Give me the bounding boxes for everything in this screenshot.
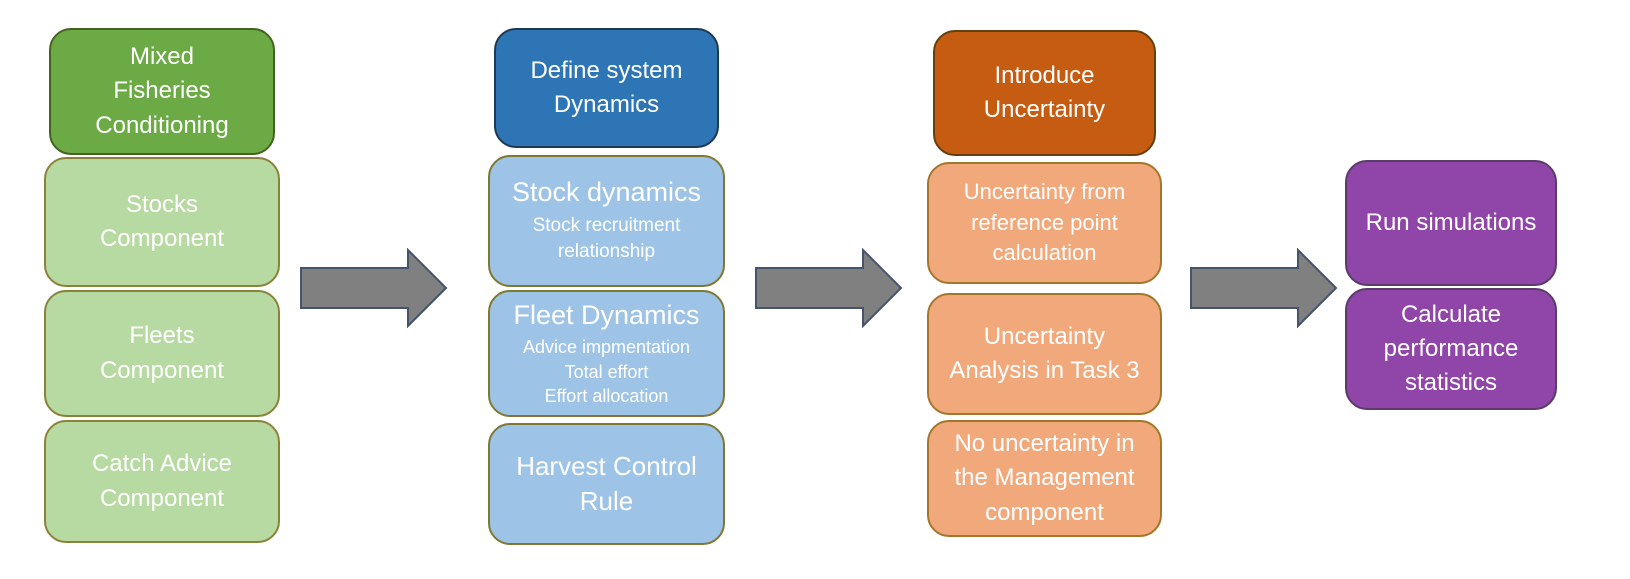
node-label: Mixed Fisheries Conditioning bbox=[95, 43, 229, 139]
node-uncertainty-reference-point: Uncertainty from reference point calcula… bbox=[927, 162, 1162, 284]
node-title: Fleet Dynamics bbox=[513, 299, 700, 330]
flow-arrow-1 bbox=[300, 248, 448, 328]
node-label: Calculate performance statistics bbox=[1383, 300, 1519, 397]
node-title: Stock dynamics bbox=[511, 177, 702, 208]
node-run-simulations: Run simulations bbox=[1345, 160, 1557, 286]
node-label: Run simulations bbox=[1365, 208, 1537, 236]
node-label: Stocks Component bbox=[99, 190, 225, 252]
right-arrow-icon bbox=[755, 248, 903, 328]
right-arrow-icon bbox=[300, 248, 448, 328]
node-label: Define system Dynamics bbox=[530, 56, 683, 118]
node-introduce-uncertainty: Introduce Uncertainty bbox=[933, 30, 1156, 156]
node-subtitle: Advice impmentation Total effort Effort … bbox=[522, 337, 691, 407]
node-harvest-control-rule: Harvest Control Rule bbox=[488, 423, 725, 545]
node-fleet-dynamics: Fleet Dynamics Advice impmentation Total… bbox=[488, 290, 725, 417]
node-mixed-fisheries-conditioning: Mixed Fisheries Conditioning bbox=[49, 28, 275, 155]
node-no-uncertainty-management: No uncertainty in the Management compone… bbox=[927, 420, 1162, 537]
node-label: Catch Advice Component bbox=[91, 450, 233, 512]
node-label: Fleets Component bbox=[99, 322, 225, 384]
flow-arrow-3 bbox=[1190, 248, 1338, 328]
node-subtitle: Stock recruitment relationship bbox=[532, 214, 681, 263]
node-catch-advice-component: Catch Advice Component bbox=[44, 420, 280, 543]
node-stocks-component: Stocks Component bbox=[44, 157, 280, 287]
node-calculate-performance-statistics: Calculate performance statistics bbox=[1345, 288, 1557, 410]
node-label: Uncertainty Analysis in Task 3 bbox=[949, 322, 1140, 384]
node-label: Harvest Control Rule bbox=[516, 450, 697, 516]
node-define-system-dynamics: Define system Dynamics bbox=[494, 28, 719, 148]
node-label: No uncertainty in the Management compone… bbox=[954, 430, 1135, 526]
node-stock-dynamics: Stock dynamics Stock recruitment relatio… bbox=[488, 155, 725, 287]
node-label: Introduce Uncertainty bbox=[983, 61, 1106, 123]
node-label: Uncertainty from reference point calcula… bbox=[963, 178, 1126, 266]
flow-arrow-2 bbox=[755, 248, 903, 328]
node-uncertainty-analysis-task3: Uncertainty Analysis in Task 3 bbox=[927, 293, 1162, 415]
right-arrow-icon bbox=[1190, 248, 1338, 328]
node-fleets-component: Fleets Component bbox=[44, 290, 280, 417]
